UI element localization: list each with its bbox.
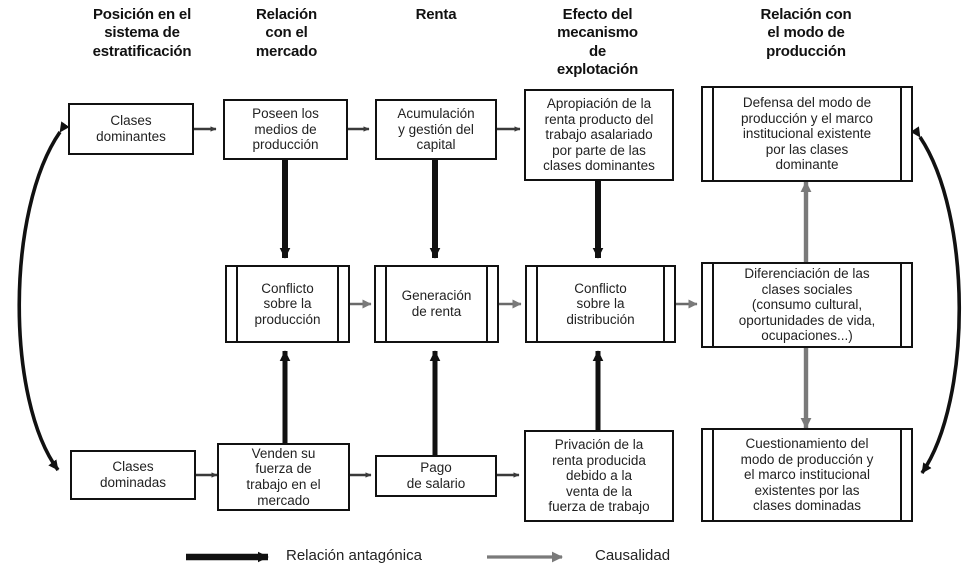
legend-antagonica-label: Relación antagónica	[286, 547, 422, 564]
column-header-renta: Renta	[415, 6, 457, 23]
legend-causalidad-label: Causalidad	[595, 547, 671, 564]
curve-antagonica-right	[910, 126, 962, 475]
curve-antagonica-left	[17, 121, 70, 472]
